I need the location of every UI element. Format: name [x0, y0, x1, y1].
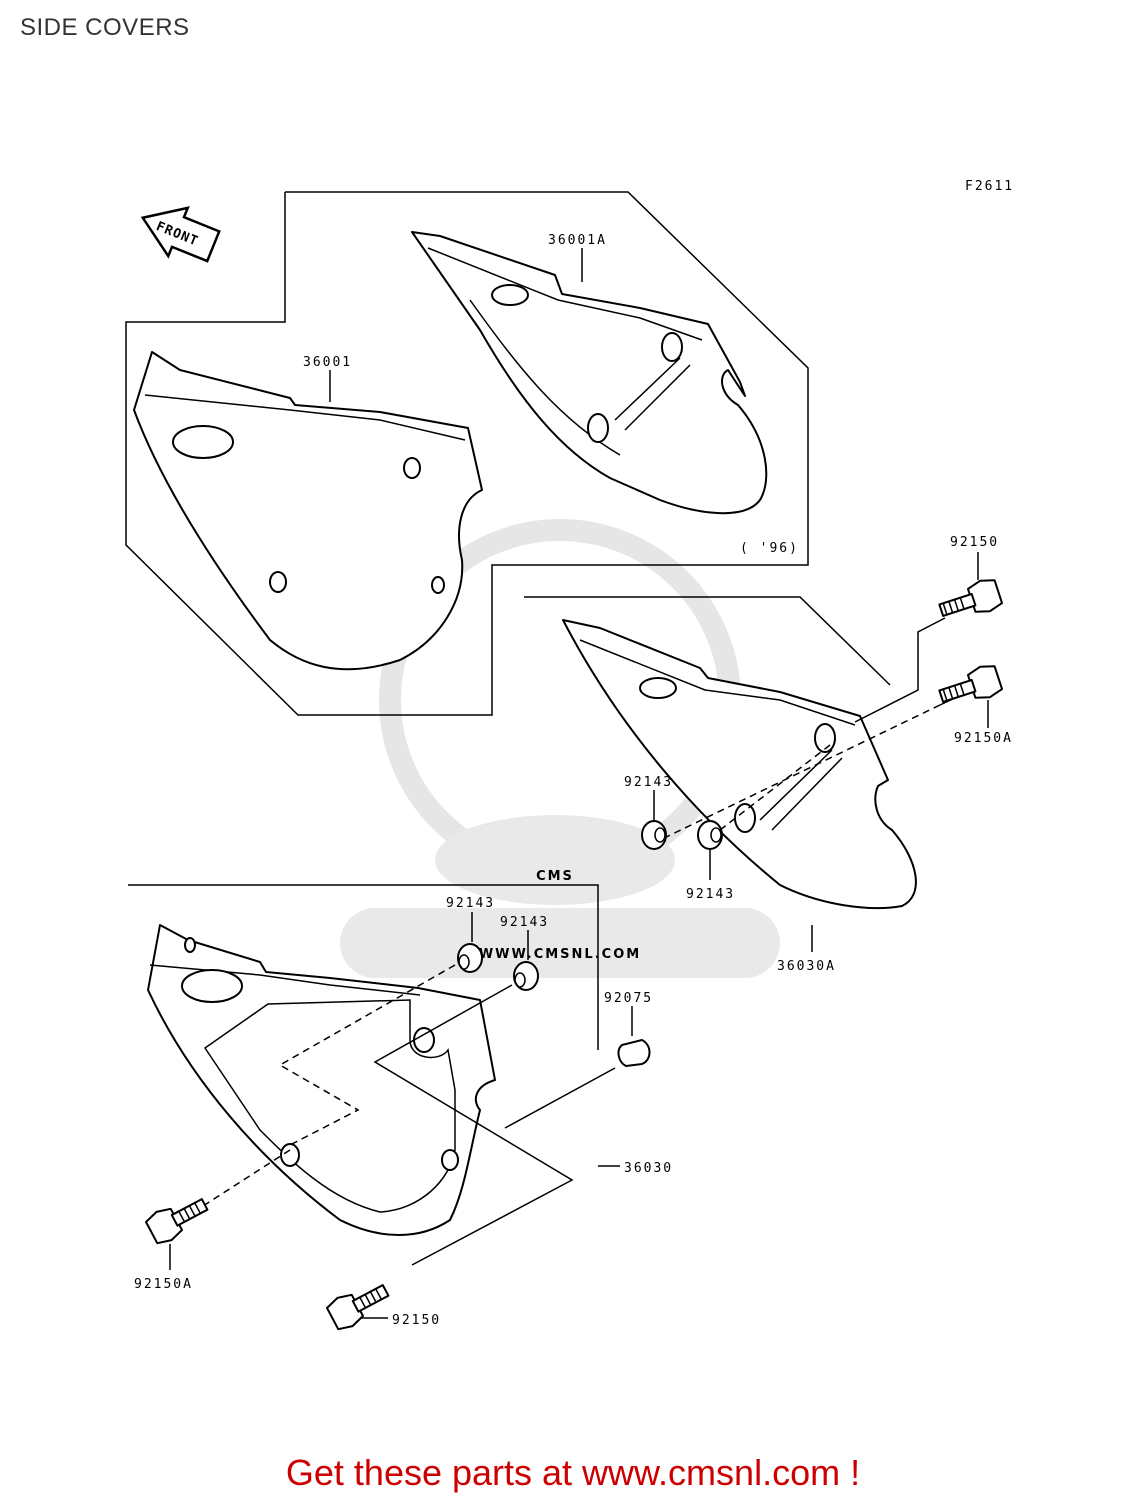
- callout-36001: 36001: [303, 355, 352, 370]
- callout-92150-bottom: 92150: [392, 1313, 441, 1328]
- grommet-92143-low-a: [457, 943, 483, 973]
- grommet-92143-low-b: [513, 961, 539, 991]
- group-frame-lower: [128, 884, 599, 1050]
- callout-92150A-left: 92150A: [134, 1277, 193, 1292]
- callout-92143-low-2: 92143: [500, 915, 549, 930]
- grommet-92143-mid-a: [641, 820, 667, 850]
- callout-92075: 92075: [604, 991, 653, 1006]
- watermark-url: WWW.CMSNL.COM: [479, 947, 641, 962]
- callout-36030A: 36030A: [777, 959, 836, 974]
- page-title: SIDE COVERS: [20, 14, 190, 41]
- side-cover-36001: [133, 351, 483, 671]
- front-arrow-icon: FRONT: [140, 206, 221, 263]
- callout-36030: 36030: [624, 1161, 673, 1176]
- bolt-92150A-right: [938, 665, 1004, 703]
- grommet-92143-mid-b: [697, 820, 723, 850]
- watermark-logo-text: CMS: [536, 869, 574, 884]
- bolt-92150-top: [938, 579, 1004, 617]
- group-frame-middle: [524, 596, 891, 686]
- callout-92143-mid-top: 92143: [624, 775, 673, 790]
- figure-code: F2611: [965, 179, 1014, 194]
- side-cover-36030A: [562, 619, 917, 910]
- callout-36001A: 36001A: [548, 233, 607, 248]
- bolt-92150-bottom: [326, 1284, 390, 1331]
- watermark: CMS WWW.CMSNL.COM: [340, 519, 780, 978]
- watermark-url-band: [340, 908, 780, 978]
- side-cover-36030: [147, 924, 496, 1236]
- stopper-92075: [617, 1039, 651, 1067]
- year-note: ( '96): [740, 541, 799, 556]
- callout-92143-low-1: 92143: [446, 896, 495, 911]
- bolt-92150A-left: [145, 1198, 209, 1245]
- group-frame-upper: [125, 191, 809, 716]
- side-cover-36001A: [411, 231, 768, 515]
- callout-92150A-right: 92150A: [954, 731, 1013, 746]
- watermark-logo-badge: [435, 815, 675, 905]
- cta-link[interactable]: Get these parts at www.cmsnl.com !: [285, 1452, 861, 1493]
- callout-92143-mid-bottom: 92143: [686, 887, 735, 902]
- callout-92150-top: 92150: [950, 535, 999, 550]
